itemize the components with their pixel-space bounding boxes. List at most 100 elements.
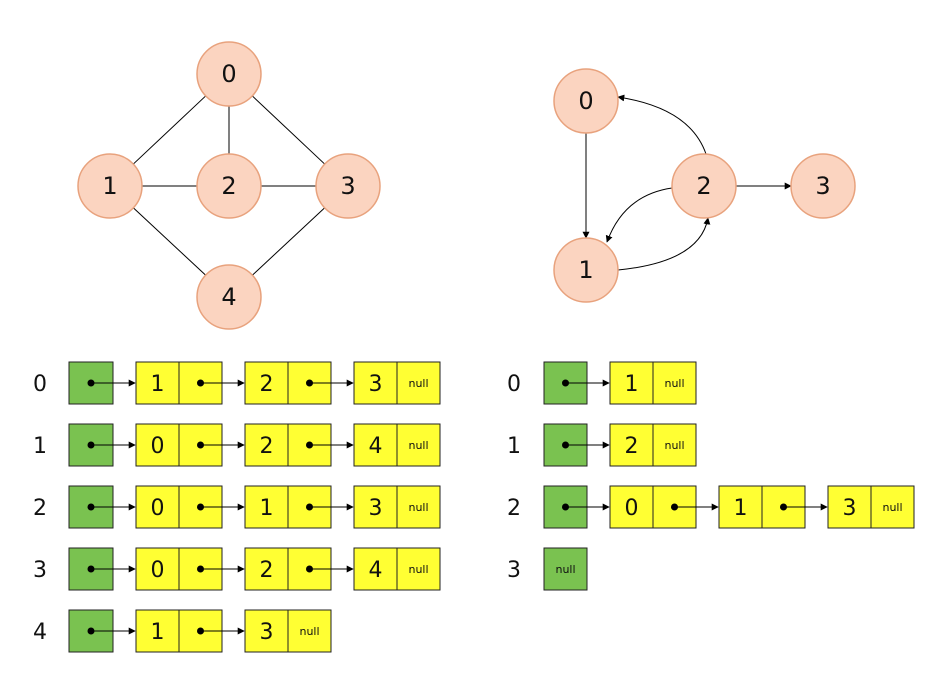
node-label: 0 — [578, 87, 593, 115]
next-cell — [396, 485, 441, 529]
node-circle — [196, 153, 262, 219]
node-label: 1 — [102, 172, 117, 200]
value-cell — [353, 423, 398, 467]
digraph-node-3: 3 — [790, 153, 856, 219]
undirected-graph: 0 1 2 3 4 — [77, 41, 381, 330]
node-circle — [790, 153, 856, 219]
value-cell — [244, 423, 289, 467]
null-pointer: null — [555, 563, 575, 576]
next-cell — [396, 547, 441, 591]
edge-3-4 — [252, 207, 325, 276]
node-value: 1 — [151, 620, 165, 645]
node-label: 0 — [221, 60, 236, 88]
value-cell — [353, 547, 398, 591]
row-label: 3 — [507, 558, 521, 583]
graph-node-2: 2 — [196, 153, 262, 219]
node-circle — [553, 237, 619, 303]
value-cell — [244, 609, 289, 653]
value-cell — [244, 361, 289, 405]
node-value: 2 — [625, 434, 639, 459]
edge-1-4 — [133, 207, 206, 276]
node-circle — [196, 41, 262, 107]
node-value: 0 — [151, 558, 165, 583]
node-value: 3 — [260, 620, 274, 645]
adjacency-row-3: 3 0 2 4 null — [33, 547, 441, 591]
value-cell — [135, 361, 180, 405]
row-label: 3 — [33, 558, 47, 583]
node-label: 4 — [221, 283, 236, 311]
value-cell — [718, 485, 763, 529]
node-value: 3 — [369, 496, 383, 521]
edge-0-1 — [132, 95, 207, 165]
value-cell — [353, 361, 398, 405]
value-cell — [827, 485, 872, 529]
node-value: 2 — [260, 372, 274, 397]
value-cell — [244, 547, 289, 591]
node-circle — [77, 153, 143, 219]
node-value: 1 — [151, 372, 165, 397]
value-cell — [609, 423, 654, 467]
digraph-node-0: 0 — [553, 68, 619, 134]
value-cell — [609, 361, 654, 405]
next-cell — [652, 361, 697, 405]
digraph-node-2: 2 — [671, 153, 737, 219]
digraph-node-1: 1 — [553, 237, 619, 303]
adjacency-row-3: 3 null — [507, 547, 588, 591]
null-pointer: null — [408, 563, 428, 576]
graph-node-0: 0 — [196, 41, 262, 107]
node-label: 3 — [340, 172, 355, 200]
node-value: 4 — [369, 434, 383, 459]
value-cell — [353, 485, 398, 529]
next-cell — [287, 609, 332, 653]
row-label: 0 — [507, 372, 521, 397]
null-pointer: null — [408, 377, 428, 390]
node-circle — [553, 68, 619, 134]
node-label: 2 — [221, 172, 236, 200]
node-value: 2 — [260, 558, 274, 583]
next-cell — [870, 485, 915, 529]
node-label: 1 — [578, 256, 593, 284]
value-cell — [135, 485, 180, 529]
node-value: 2 — [260, 434, 274, 459]
value-cell — [609, 485, 654, 529]
node-circle — [196, 264, 262, 330]
head-cell — [543, 547, 588, 591]
row-label: 1 — [507, 434, 521, 459]
arc-2-0 — [617, 94, 707, 155]
node-label: 2 — [696, 172, 711, 200]
graph-node-4: 4 — [196, 264, 262, 330]
list-node: 2 null — [609, 423, 697, 467]
list-node: 4 null — [353, 547, 441, 591]
arc-1-2 — [617, 217, 711, 271]
node-value: 4 — [369, 558, 383, 583]
next-cell — [396, 361, 441, 405]
arc-2-1 — [605, 187, 673, 243]
row-label: 2 — [33, 496, 47, 521]
row-label: 2 — [507, 496, 521, 521]
value-cell — [135, 547, 180, 591]
null-pointer: null — [664, 377, 684, 390]
list-node: 3 null — [353, 485, 441, 529]
node-value: 1 — [734, 496, 748, 521]
null-pointer: null — [408, 501, 428, 514]
row-label: 1 — [33, 434, 47, 459]
list-node: 0 — [135, 547, 223, 591]
node-value: 0 — [151, 434, 165, 459]
node-circle — [671, 153, 737, 219]
graph-node-1: 1 — [77, 153, 143, 219]
value-cell — [244, 485, 289, 529]
node-label: 3 — [815, 172, 830, 200]
null-pointer: null — [664, 439, 684, 452]
null-pointer: null — [299, 625, 319, 638]
